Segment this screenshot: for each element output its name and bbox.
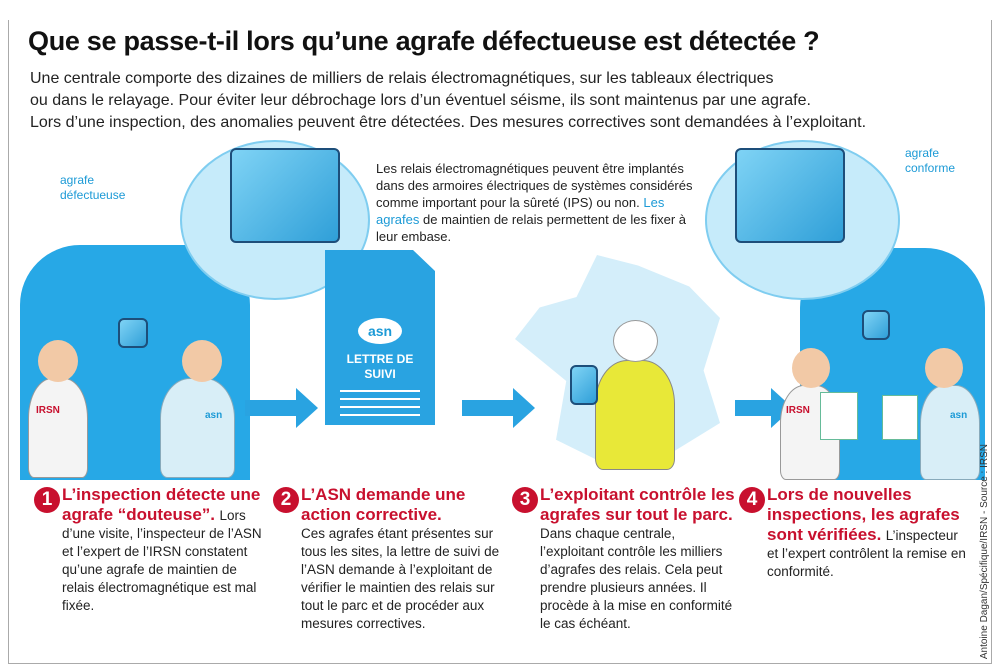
description-text: Les relais électromagnétiques peuvent êt…	[376, 161, 693, 210]
relay-small	[570, 365, 598, 405]
hard-hat	[613, 320, 658, 362]
relay-description: Les relais électromagnétiques peuvent êt…	[376, 160, 701, 245]
head	[182, 340, 222, 382]
step-title: L’inspection détecte une agrafe “douteus…	[62, 485, 261, 524]
step-4: 4 Lors de nouvelles inspections, les agr…	[739, 485, 972, 581]
page-title: Que se passe-t-il lors qu’une agrafe déf…	[28, 26, 820, 56]
description-text2: de maintien de relais permettent de les …	[376, 212, 687, 244]
step-2: 2 L’ASN demande une action corrective. C…	[273, 485, 509, 633]
letter-title: LETTRE DE SUIVI	[346, 352, 414, 381]
step-body: Dans chaque centrale, l’exploitant contr…	[540, 526, 733, 631]
relay-small	[862, 310, 890, 340]
asn-badge: asn	[205, 410, 223, 421]
step-number: 2	[273, 487, 299, 513]
relay-illustration	[230, 148, 340, 243]
clipboard	[882, 395, 918, 440]
relay-illustration	[735, 148, 845, 243]
operator-person	[595, 360, 675, 470]
head	[925, 348, 963, 388]
arrow-3	[735, 388, 793, 428]
description-highlight: Les agrafes	[376, 195, 665, 227]
step-body: L’inspecteur et l’expert contrôlent la r…	[767, 528, 966, 579]
intro: Une centrale comporte des dizaines de mi…	[30, 68, 990, 134]
head	[38, 340, 78, 382]
step-3: 3 L’exploitant contrôle les agrafes sur …	[512, 485, 736, 633]
asn-person	[160, 378, 235, 478]
step-body: Lors d’une visite, l’inspecteur de l’ASN…	[62, 508, 262, 613]
irsn-badge: IRSN	[36, 405, 60, 416]
label-defective: agrafe défectueuse	[60, 173, 126, 202]
intro-line: ou dans le relayage. Pour éviter leur dé…	[30, 92, 811, 109]
label-compliant: agrafe conforme	[905, 146, 956, 175]
asn-badge: asn	[950, 410, 968, 421]
irsn-person	[28, 378, 88, 478]
step-body: Ces agrafes étant présentes sur tous les…	[301, 526, 500, 631]
head	[792, 348, 830, 388]
step-number: 4	[739, 487, 765, 513]
asn-logo: asn	[358, 318, 402, 344]
asn-person	[920, 385, 980, 480]
step-number: 3	[512, 487, 538, 513]
frame	[8, 20, 992, 664]
arrow-1	[245, 388, 318, 428]
arrow-2	[462, 388, 535, 428]
intro-line: Une centrale comporte des dizaines de mi…	[30, 70, 774, 87]
step-title: Lors de nouvelles inspections, les agraf…	[767, 485, 960, 544]
intro-line: Lors d’une inspection, des anomalies peu…	[30, 114, 867, 131]
step-number: 1	[34, 487, 60, 513]
clipboard	[820, 392, 858, 440]
irsn-badge: IRSN	[786, 405, 810, 416]
step-title: L’ASN demande une action corrective.	[301, 485, 466, 524]
credit: Antoine Dagan/Spécifique/IRSN - Source :…	[979, 443, 990, 659]
letter-lines	[340, 390, 420, 420]
step-title: L’exploitant contrôle les agrafes sur to…	[540, 485, 735, 524]
relay-small	[118, 318, 148, 348]
step-1: 1 L’inspection détecte une agrafe “doute…	[34, 485, 272, 615]
